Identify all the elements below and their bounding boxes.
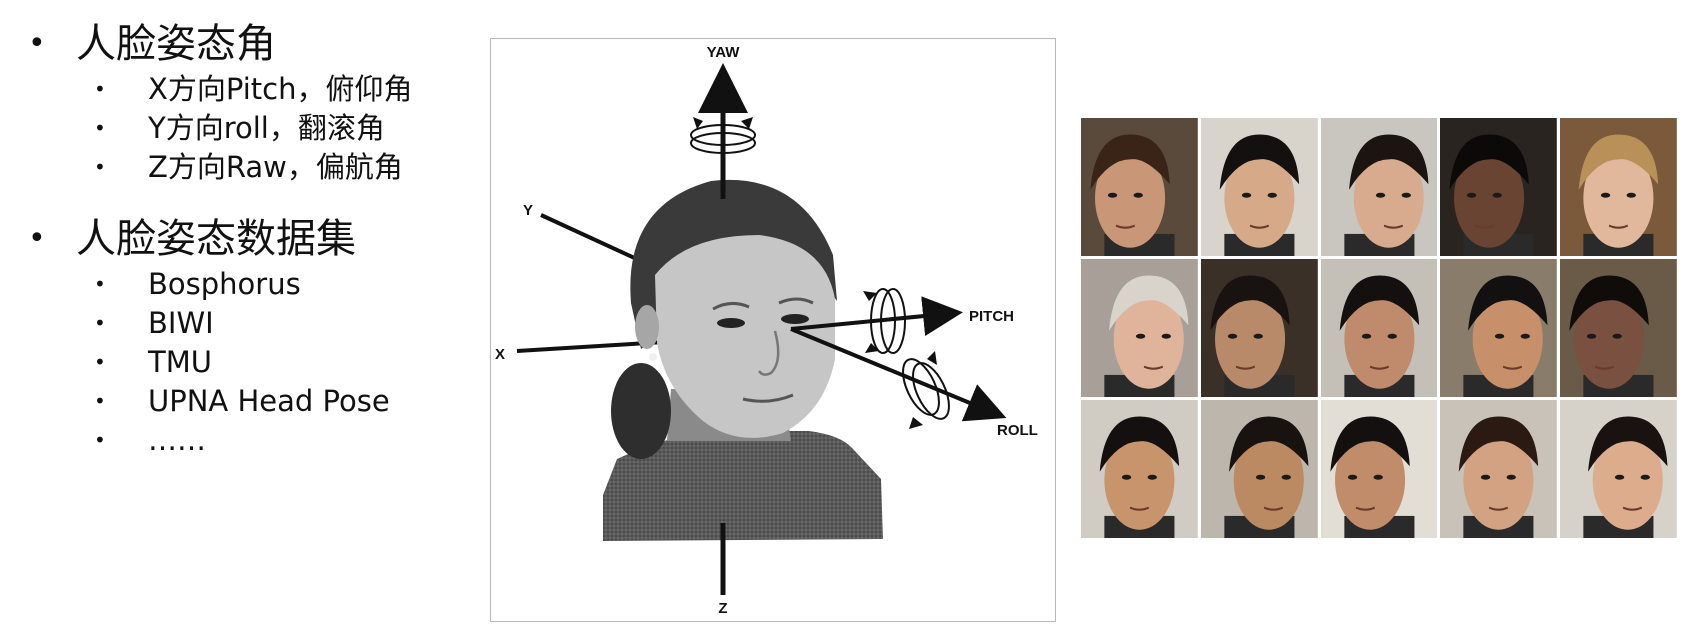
face-thumbnail-image (1200, 400, 1318, 538)
bullet-dot: • (28, 221, 46, 256)
face-thumbnail (1560, 118, 1677, 256)
list-item-text: TMU (148, 345, 212, 379)
ponytail-shape (611, 363, 671, 459)
y-axis-line (540, 213, 642, 263)
bullet-list: • 人脸姿态角 • X方向Pitch，俯仰角 • Y方向roll，翻滚角 • Z方向R… (28, 18, 468, 486)
face-thumbnail-image (1560, 259, 1677, 397)
hair-shape (630, 179, 837, 349)
face-thumbnail-image (1440, 259, 1558, 397)
sweater-shape (603, 431, 883, 541)
face-thumbnail-image (1440, 400, 1558, 538)
list-item-text: UPNA Head Pose (148, 384, 390, 418)
ear-shape (635, 305, 659, 349)
face-thumbnail-image (1320, 118, 1438, 256)
roll-rotation-ring (902, 351, 950, 429)
yaw-axis-label: YAW (707, 44, 741, 61)
list-item: • Z方向Raw，偏航角 (28, 148, 468, 187)
earring-shape (649, 353, 657, 361)
face-thumbnail (1081, 259, 1198, 397)
face-thumbnail-image (1320, 400, 1438, 538)
yaw-rotation-ring (690, 117, 756, 154)
section-title-text: 人脸姿态角 (76, 21, 276, 67)
roll-axis-line (790, 327, 1007, 422)
head-pose-diagram: YAW PITCH ROLL X Y Z (490, 38, 1056, 622)
face-thumbnail (1081, 400, 1198, 538)
face-thumbnail-image (1200, 259, 1318, 397)
bullet-dot: • (94, 389, 106, 413)
list-item-text: Y方向roll，翻滚角 (148, 111, 385, 145)
section-pose-angles: • 人脸姿态角 • X方向Pitch，俯仰角 • Y方向roll，翻滚角 • Z方向R… (28, 18, 468, 187)
pitch-rotation-ring (863, 288, 906, 354)
list-item: • Bosphorus (28, 265, 468, 304)
x-axis-label: X (495, 346, 505, 363)
section-pose-datasets: • 人脸姿态数据集 • Bosphorus • BIWI • TMU • UPNA He… (28, 213, 468, 460)
face-thumbnail (1081, 118, 1198, 256)
left-eye-shape (717, 318, 745, 328)
face-thumbnail (1440, 259, 1558, 397)
right-brow (778, 297, 814, 305)
face-thumbnail-image (1440, 118, 1558, 256)
face-thumbnail (1440, 118, 1558, 256)
face-thumbnail-image (1081, 400, 1198, 538)
face-thumbnail (1560, 259, 1677, 397)
right-eye-shape (781, 314, 809, 324)
list-item: • BIWI (28, 304, 468, 343)
sub-list: • Bosphorus • BIWI • TMU • UPNA Head Pose • …… (28, 265, 468, 460)
face-thumbnail (1200, 259, 1318, 397)
z-axis-label: Z (718, 600, 727, 617)
list-item: • X方向Pitch，俯仰角 (28, 70, 468, 109)
bullet-dot: • (28, 26, 46, 61)
bullet-dot: • (94, 311, 106, 335)
list-item: • TMU (28, 343, 468, 382)
face-thumbnail (1320, 118, 1438, 256)
face-thumbnail-image (1320, 259, 1438, 397)
face-thumbnail (1200, 118, 1318, 256)
section-title-text: 人脸姿态数据集 (76, 216, 356, 262)
pitch-axis-line (790, 296, 963, 337)
list-item: • …… (28, 421, 468, 460)
face-thumbnail-grid (1081, 118, 1677, 538)
face-thumbnail-image (1200, 118, 1318, 256)
face-thumbnail (1200, 400, 1318, 538)
pitch-axis-label: PITCH (969, 308, 1014, 325)
face-thumbnail-image (1081, 118, 1198, 256)
face-thumbnail-image (1560, 118, 1677, 256)
nose-shape (757, 330, 780, 376)
bullet-dot: • (94, 116, 106, 140)
list-item: • UPNA Head Pose (28, 382, 468, 421)
bullet-dot: • (94, 155, 106, 179)
bullet-dot: • (94, 272, 106, 296)
list-item-text: …… (148, 423, 206, 457)
section-title: • 人脸姿态数据集 (28, 213, 468, 265)
left-brow (712, 302, 750, 311)
face-thumbnail (1560, 400, 1677, 538)
bullet-dot: • (94, 350, 106, 374)
face-shape (655, 235, 835, 438)
list-item-text: Z方向Raw，偏航角 (148, 150, 403, 184)
section-title: • 人脸姿态角 (28, 18, 468, 70)
bullet-dot: • (94, 77, 106, 101)
bullet-dot: • (94, 428, 106, 452)
list-item-text: Bosphorus (148, 267, 301, 301)
face-thumbnail (1440, 400, 1558, 538)
sub-list: • X方向Pitch，俯仰角 • Y方向roll，翻滚角 • Z方向Raw，偏航角 (28, 70, 468, 187)
face-thumbnail (1320, 259, 1438, 397)
list-item-text: BIWI (148, 306, 214, 340)
y-axis-label: Y (523, 202, 533, 219)
mouth-shape (742, 393, 794, 403)
face-thumbnail (1320, 400, 1438, 538)
face-thumbnail-image (1560, 400, 1677, 538)
x-axis-line (516, 339, 682, 353)
face-thumbnail-image (1081, 259, 1198, 397)
head-pose-illustration: YAW PITCH ROLL X Y Z (495, 44, 1038, 617)
list-item: • Y方向roll，翻滚角 (28, 109, 468, 148)
roll-axis-label: ROLL (997, 422, 1038, 439)
list-item-text: X方向Pitch，俯仰角 (148, 72, 413, 106)
